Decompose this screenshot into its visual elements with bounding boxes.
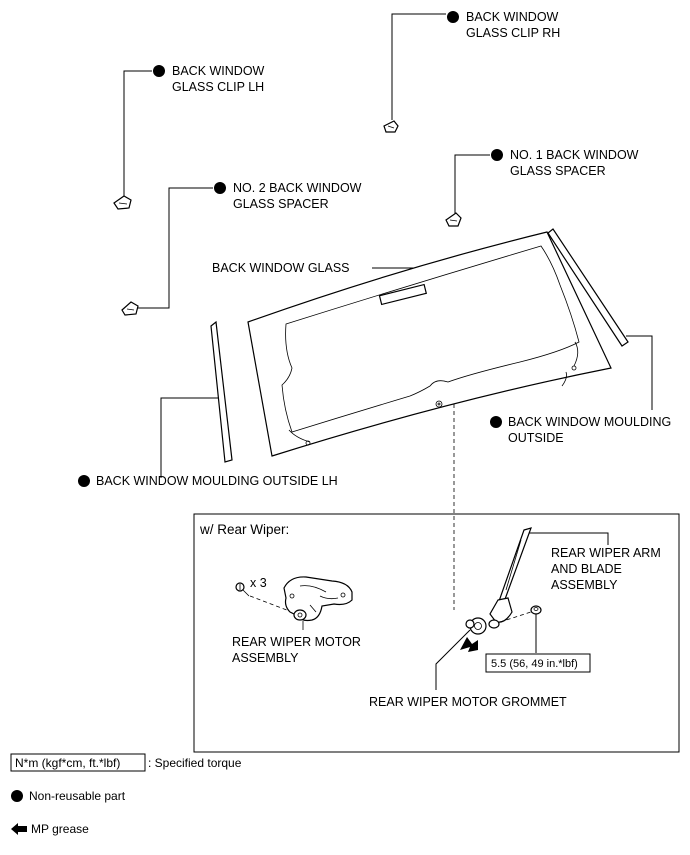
bolt-dashline [249,595,293,613]
motor-bolt-part [235,582,250,597]
clip-rh-callout: BACK WINDOW GLASS CLIP RH [383,10,560,133]
legend-torque-box [10,753,146,772]
motor-label-2: ASSEMBLY [232,651,299,665]
clip-rh-label-1: BACK WINDOW [466,10,559,24]
legend-torque-text: : Specified torque [148,756,242,770]
moulding-rh-label-2: OUTSIDE [508,431,564,445]
non-reusable-marker-icon [153,65,165,77]
rear-wiper-motor-part [283,576,353,622]
torque-value-box [485,653,591,673]
clip-rh-label-2: GLASS CLIP RH [466,26,560,40]
moulding-rh-callout: BACK WINDOW MOULDING OUTSIDE [490,335,671,445]
grommet-leader [435,629,471,690]
spacer1-label-2: GLASS SPACER [510,164,606,178]
clip-lh-label-1: BACK WINDOW [172,64,265,78]
legend: N*m (kgf*cm, ft.*lbf) : Specified torque… [10,753,242,836]
legend-torque-box-label: N*m (kgf*cm, ft.*lbf) [15,756,120,770]
motor-label-1: REAR WIPER MOTOR [232,635,361,649]
mp-grease-legend-icon [11,823,27,835]
stop-lamp-slot [378,283,428,306]
arm-leader [529,532,609,545]
spacer1-leader [454,154,490,214]
clip-lh-leader [123,70,152,196]
clip-rh-part [383,120,399,133]
moulding-lh-label: BACK WINDOW MOULDING OUTSIDE LH [96,474,338,488]
non-reusable-marker-icon [447,11,459,23]
grommet-label: REAR WIPER MOTOR GROMMET [369,695,567,709]
torque-value-label: 5.5 (56, 49 in.*lbf) [491,658,578,670]
moulding-rh-part [547,228,629,347]
rear-wiper-arm-part [488,527,532,629]
clip-rh-leader [391,13,446,120]
clip-lh-callout: BACK WINDOW GLASS CLIP LH [113,64,265,210]
rear-wiper-box [193,513,680,753]
arm-label-1: REAR WIPER ARM [551,546,661,560]
spacer2-label-1: NO. 2 BACK WINDOW [233,181,362,195]
wiper-hole [435,400,443,408]
bolt-qty-label: x 3 [250,576,267,590]
spacer1-part [445,212,462,227]
rear-wiper-box-title: w/ Rear Wiper: [199,522,289,537]
moulding-lh-part [210,320,233,463]
non-reusable-marker-icon [490,416,502,428]
arm-label-2: AND BLADE [551,562,622,576]
spacer1-callout: NO. 1 BACK WINDOW GLASS SPACER [445,148,639,227]
non-reusable-marker-icon [214,182,226,194]
rear-wiper-grommet-part [465,617,487,635]
spacer2-leader [135,187,213,309]
moulding-rh-leader [626,335,653,410]
moulding-rh-label-1: BACK WINDOW MOULDING [508,415,671,429]
spacer2-label-2: GLASS SPACER [233,197,329,211]
wiper-arm-nut-part [530,605,542,615]
non-reusable-legend-icon [11,790,23,802]
nut-dashline [499,611,532,623]
back-window-glass-part [247,231,612,457]
glass-label: BACK WINDOW GLASS [212,261,350,275]
legend-nonreusable-label: Non-reusable part [29,789,126,803]
legend-grease-label: MP grease [31,822,89,836]
mp-grease-arrow-icon [460,637,478,652]
spacer2-part [121,301,139,316]
arm-label-3: ASSEMBLY [551,578,618,592]
moulding-lh-leader [160,397,219,478]
spacer1-label-1: NO. 1 BACK WINDOW [510,148,639,162]
clip-lh-part [113,195,132,210]
clip-lh-label-2: GLASS CLIP LH [172,80,264,94]
non-reusable-marker-icon [491,149,503,161]
non-reusable-marker-icon [78,475,90,487]
moulding-lh-callout: BACK WINDOW MOULDING OUTSIDE LH [78,397,338,488]
spacer2-callout: NO. 2 BACK WINDOW GLASS SPACER [121,181,362,316]
